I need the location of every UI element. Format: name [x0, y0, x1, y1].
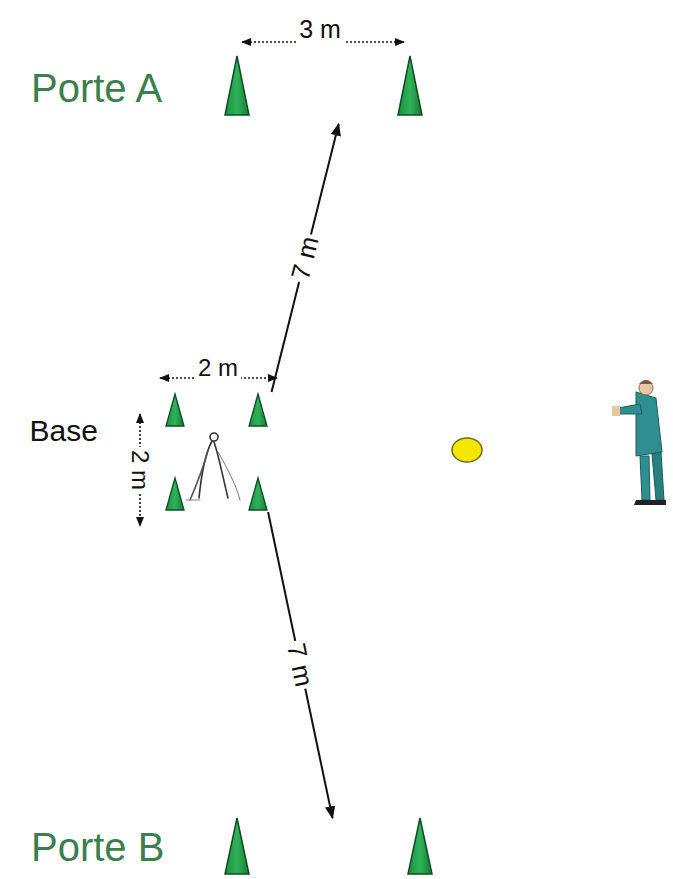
zone-label: Porte B [31, 824, 164, 870]
gate-zone: Porte A [25, 52, 435, 124]
distance-arrow [272, 124, 339, 392]
distance-label: 7 m [285, 231, 325, 286]
cone [166, 394, 267, 510]
ball [452, 438, 482, 462]
gate-zone: Porte B [25, 818, 435, 876]
cone [408, 818, 432, 874]
zone-label: Base [30, 414, 98, 449]
zone-label: Porte A [31, 65, 162, 111]
dimension-label: 2 m [127, 447, 153, 493]
cone [225, 56, 249, 115]
player-sketch [186, 433, 240, 500]
cone [398, 56, 422, 115]
dimension-label: 2 m [195, 355, 241, 381]
distance-arrow [268, 512, 332, 818]
distance-label: 7 m [281, 638, 319, 692]
cone [225, 818, 249, 874]
coach-figure [612, 380, 666, 505]
dimension-label: 3 m [296, 16, 344, 44]
base-zone: Base [160, 392, 275, 512]
